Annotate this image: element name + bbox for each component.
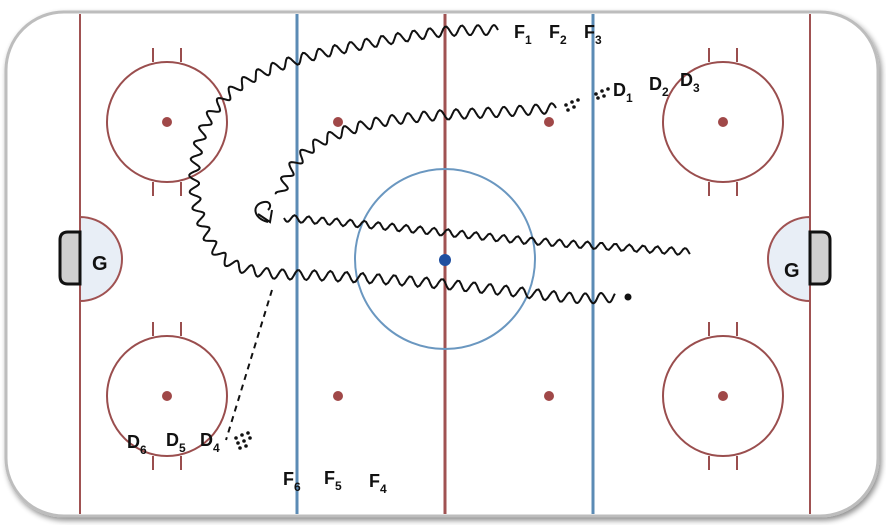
turn-back-arrow	[254, 200, 272, 223]
center-circle	[354, 168, 536, 350]
player-label-f5: F5	[324, 468, 342, 493]
faceoff-circle-bottom-left	[106, 322, 228, 470]
faceoff-circle-top-left	[106, 48, 228, 196]
faceoff-circle-top-right	[662, 48, 784, 196]
forwards-bottom-group: F6 F5 F4	[283, 468, 387, 496]
goalie-left-label: G	[92, 253, 108, 275]
player-label-d3: D3	[680, 70, 700, 95]
player-label-f6: F6	[283, 469, 301, 494]
player-label-d4: D4	[200, 430, 220, 455]
turn-back-arrowhead	[257, 209, 273, 224]
player-label-d6: D6	[127, 432, 147, 457]
forwards-top-group: F1 F2 F3	[514, 22, 602, 47]
player-label-d1: D1	[613, 80, 633, 105]
player-label-f4: F4	[369, 471, 387, 496]
puck-pile-bottom	[234, 431, 252, 450]
player-label-d2: D2	[649, 74, 669, 99]
defense-bottom-group: D6 D5 D4	[127, 430, 220, 457]
pass-line	[225, 289, 273, 441]
goal-net-left	[58, 230, 82, 286]
goal-net-right	[808, 230, 832, 286]
neutral-dot-top-right	[544, 117, 554, 127]
center-faceoff-dot	[439, 254, 451, 266]
goal-crease-left	[79, 215, 123, 303]
faceoff-circle-bottom-right	[662, 322, 784, 470]
puck	[624, 293, 632, 301]
player-label-d5: D5	[166, 430, 186, 455]
skating-paths	[188, 24, 691, 305]
defense-top-group: D1 D2 D3	[613, 70, 700, 105]
skate-path-defense-curl	[274, 102, 557, 195]
goal-crease-right	[767, 215, 811, 303]
player-label-f1: F1	[514, 22, 532, 47]
neutral-dot-bottom-right	[544, 391, 554, 401]
skate-path-forwards	[188, 24, 616, 305]
puck-pile-top	[564, 87, 610, 112]
player-label-f3: F3	[584, 22, 602, 47]
skate-path-center-cross	[283, 214, 691, 256]
player-label-f2: F2	[549, 22, 567, 47]
neutral-dot-top-left	[333, 117, 343, 127]
neutral-dot-bottom-left	[333, 391, 343, 401]
goalie-right-label: G	[784, 260, 800, 282]
